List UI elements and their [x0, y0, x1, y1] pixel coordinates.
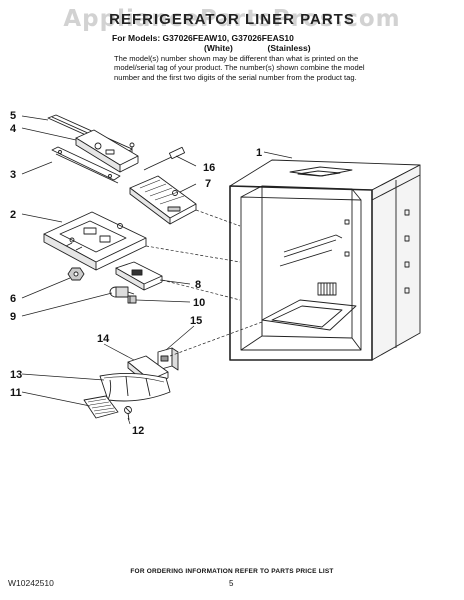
part-16-probe — [143, 146, 186, 171]
callout-6: 6 — [10, 293, 16, 305]
callout-15: 15 — [190, 315, 202, 327]
part-4-bracket — [75, 129, 139, 173]
part-7-cover — [129, 175, 197, 225]
watermark: AppliancePartsPros.com — [63, 6, 401, 32]
model-note: The model(s) number shown may be differe… — [114, 54, 365, 82]
leader-lines — [21, 115, 293, 425]
finish-white: (White) — [204, 43, 233, 53]
document-id: W10242510 — [8, 578, 54, 588]
part-9-socket — [109, 286, 135, 298]
callout-10: 10 — [193, 297, 205, 309]
model-info: For Models: G37026FEAW10, G37026FEAS10 (… — [112, 33, 311, 53]
page-number: 5 — [229, 579, 234, 588]
part-15-connector — [157, 347, 179, 371]
callout-2: 2 — [10, 209, 16, 221]
callout-numbers: 1 2 3 4 5 6 7 8 9 10 11 12 13 14 15 16 — [10, 110, 262, 437]
part-10-clip — [127, 295, 137, 304]
model-finish-row: (White) (Stainless) — [112, 43, 311, 53]
part-12-screw — [124, 406, 132, 421]
callout-7: 7 — [205, 178, 211, 190]
model-line: For Models: G37026FEAW10, G37026FEAS10 — [112, 33, 294, 43]
callout-13: 13 — [10, 369, 22, 381]
callout-11: 11 — [10, 387, 22, 399]
callout-1: 1 — [256, 147, 262, 159]
callout-9: 9 — [10, 311, 16, 323]
callout-14: 14 — [97, 333, 110, 345]
part-2-housing — [43, 211, 147, 271]
page-title: REFRIGERATOR LINER PARTS — [109, 11, 355, 28]
callout-8: 8 — [195, 279, 201, 291]
callout-16: 16 — [203, 162, 215, 174]
callout-3: 3 — [10, 169, 16, 181]
part-11-grille — [83, 395, 119, 419]
callout-12: 12 — [132, 425, 144, 437]
part-liner — [229, 159, 421, 361]
finish-stainless: (Stainless) — [267, 43, 311, 53]
part-6-nut — [67, 267, 85, 281]
ordering-note: FOR ORDERING INFORMATION REFER TO PARTS … — [130, 568, 334, 575]
part-3-strip — [51, 146, 121, 184]
callout-4: 4 — [10, 123, 17, 135]
callout-5: 5 — [10, 110, 16, 122]
part-8-switch — [115, 261, 163, 291]
part-13-cover — [99, 372, 171, 402]
assembly-lines — [145, 209, 263, 357]
